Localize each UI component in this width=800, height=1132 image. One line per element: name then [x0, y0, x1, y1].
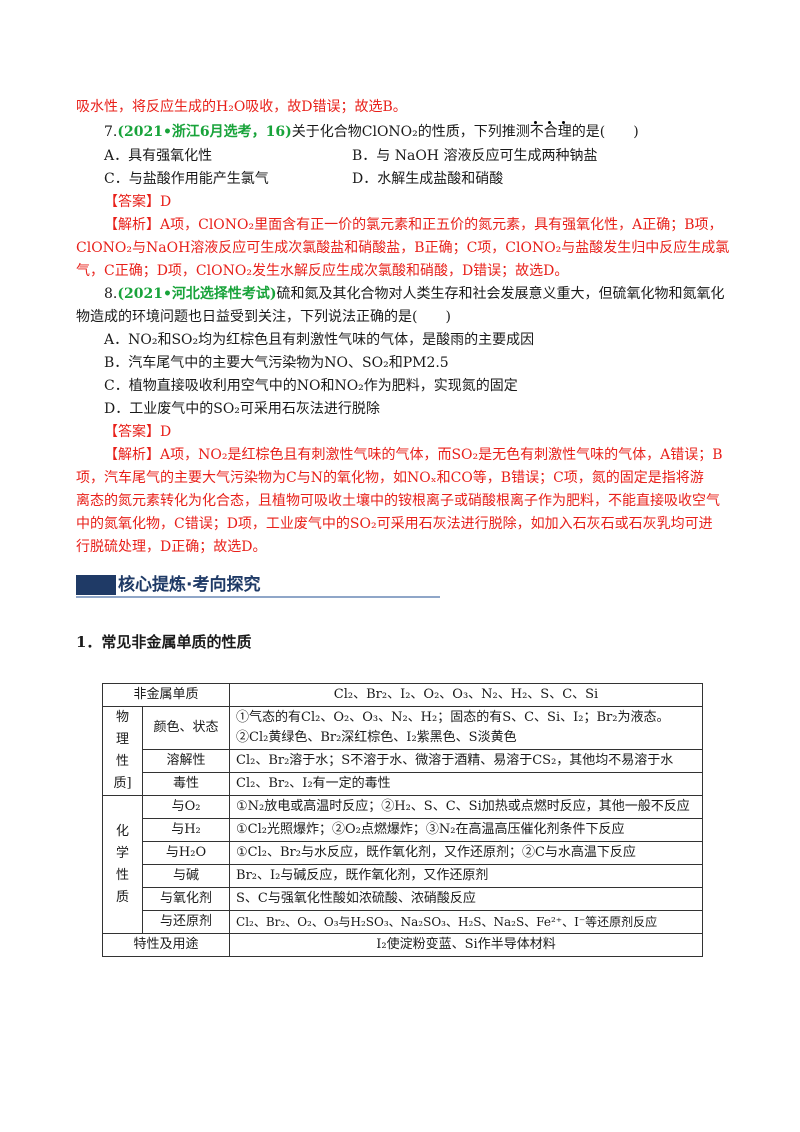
- answer-label: 【答案】D: [104, 424, 172, 440]
- row-value: Cl₂、Br₂溶于水；S不溶于水、微溶于酒精、易溶于CS₂，其他均不易溶于水: [229, 749, 703, 773]
- table-row: 化学性质 与O₂ ①N₂放电或高温时反应；②H₂、S、C、Si加热或点燃时反应，…: [102, 795, 703, 934]
- row-value: Cl₂、Br₂、I₂有一定的毒性: [229, 772, 703, 796]
- analysis-line: ClONO₂与NaOH溶液反应可生成次氯酸盐和硝酸盐，B正确；C项，ClONO₂…: [76, 240, 730, 256]
- question-number: 7.: [104, 124, 118, 140]
- option-c: C．植物直接吸收利用空气中的NO和NO₂作为肥料，实现氮的固定: [104, 378, 518, 394]
- option-d: D．水解生成盐酸和硝酸: [352, 171, 504, 187]
- row-label: 与还原剂: [141, 910, 231, 934]
- row-value: ①Cl₂光照爆炸；②O₂点燃爆炸；③N₂在高温高压催化剂条件下反应: [229, 818, 703, 842]
- analysis-line: 气，C正确；D项，ClONO₂发生水解反应生成次氯酸和硝酸，D错误；故选D。: [76, 263, 569, 279]
- section-banner: 核心提炼·考向探究: [76, 572, 440, 598]
- option-b: B．与 NaOH 溶液反应可生成两种钠盐: [352, 148, 598, 164]
- analysis-line: 离态的氮元素转化为化合态，且植物可吸收土壤中的铵根离子或硝酸根离子作为肥料，不能…: [76, 493, 720, 509]
- table-row: 与H₂O ①Cl₂、Br₂与水反应，既作氧化剂，又作还原剂；②C与水高温下反应: [103, 841, 703, 865]
- question-source: (2021•浙江6月选考，16): [117, 124, 292, 140]
- analysis-line: 【解析】A项，NO₂是红棕色且有刺激性气味的气体，而SO₂是无色有刺激性气味的气…: [104, 447, 723, 463]
- row-value: Cl₂、Br₂、O₂、O₃与H₂SO₃、Na₂SO₃、H₂S、Na₂S、Fe²⁺…: [229, 910, 703, 934]
- answer-label: 【答案】D: [104, 194, 172, 210]
- option-b: B．汽车尾气中的主要大气污染物为NO、SO₂和PM2.5: [104, 355, 449, 371]
- row-label: 毒性: [141, 772, 231, 796]
- row-label: 与H₂: [141, 818, 231, 842]
- question-source: (2021•河北选择性考试): [117, 286, 277, 302]
- row-value: S、C与强氧化性酸如浓硫酸、浓硝酸反应: [229, 887, 703, 911]
- chemical-properties-label: 化学性质: [102, 795, 143, 934]
- table-header-row: 非金属单质 Cl₂、Br₂、I₂、O₂、O₃、N₂、H₂、S、C、Si: [101, 683, 703, 707]
- question-8-stem: 8.(2021•河北选择性考试)硫和氮及其化合物对人类生存和社会发展意义重大，但…: [104, 286, 725, 302]
- row-value: Br₂、I₂与碱反应，既作氧化剂，又作还原剂: [229, 864, 703, 888]
- table-row: 溶解性 Cl₂、Br₂溶于水；S不溶于水、微溶于酒精、易溶于CS₂，其他均不易溶…: [103, 749, 703, 773]
- row-value: ①气态的有Cl₂、O₂、O₃、N₂、H₂；固态的有S、C、Si、I₂；Br₂为液…: [229, 706, 703, 750]
- physical-properties-label: 物理性质]: [102, 706, 143, 796]
- table-header-cell: 非金属单质: [101, 683, 231, 707]
- banner-title: 核心提炼·考向探究: [118, 575, 261, 595]
- option-a: A．具有强氧化性: [104, 148, 213, 164]
- table-footer-row: 特性及用途 I₂使淀粉变蓝、Si作半导体材料: [101, 933, 703, 957]
- row-label: 特性及用途: [101, 933, 231, 957]
- row-value: ①Cl₂、Br₂与水反应，既作氧化剂，又作还原剂；②C与水高温下反应: [229, 841, 703, 865]
- analysis-line: 【解析】A项，ClONO₂里面含有正一价的氯元素和正五价的氮元素，具有强氧化性，…: [104, 217, 723, 233]
- row-label: 颜色、状态: [141, 706, 231, 750]
- question-number: 8.: [104, 286, 118, 302]
- row-label: 与O₂: [141, 795, 231, 819]
- table-header-cell: Cl₂、Br₂、I₂、O₂、O₃、N₂、H₂、S、C、Si: [229, 683, 703, 707]
- row-value: I₂使淀粉变蓝、Si作半导体材料: [229, 933, 703, 957]
- table-row: 与H₂ ①Cl₂光照爆炸；②O₂点燃爆炸；③N₂在高温高压催化剂条件下反应: [103, 818, 703, 842]
- prev-analysis-tail: 吸水性，将反应生成的H₂O吸收，故D错误；故选B。: [76, 99, 407, 115]
- analysis-line: 中的氮氧化物，C错误；D项，工业废气中的SO₂可采用石灰法进行脱除，如加入石灰石…: [76, 516, 713, 532]
- option-d: D．工业废气中的SO₂可采用石灰法进行脱除: [104, 401, 380, 417]
- analysis-line: 项，汽车尾气的主要大气污染物为C与N的氧化物，如NOₓ和CO等，B错误；C项，氮…: [76, 470, 704, 486]
- option-a: A．NO₂和SO₂均为红棕色且有刺激性气味的气体，是酸雨的主要成因: [104, 332, 535, 348]
- row-label: 与碱: [141, 864, 231, 888]
- section-heading: 1．常见非金属单质的性质: [76, 633, 252, 651]
- banner-rule: [76, 596, 440, 598]
- row-label: 与氧化剂: [141, 887, 231, 911]
- row-label: 与H₂O: [141, 841, 231, 865]
- question-8-stem-cont: 物造成的环境问题也日益受到关注，下列说法正确的是( ): [76, 309, 451, 325]
- banner-accent-bar: [76, 575, 116, 595]
- row-value: ①N₂放电或高温时反应；②H₂、S、C、Si加热或点燃时反应，其他一般不反应: [229, 795, 703, 819]
- table-row: 毒性 Cl₂、Br₂、I₂有一定的毒性: [103, 772, 703, 796]
- table-row: 与氧化剂 S、C与强氧化性酸如浓硫酸、浓硝酸反应: [103, 887, 703, 911]
- analysis-line: 行脱硫处理，D正确；故选D。: [76, 539, 267, 555]
- question-7-stem: 7.(2021•浙江6月选考，16)关于化合物ClONO₂的性质，下列推测不合理…: [104, 121, 639, 142]
- table-row: 与还原剂 Cl₂、Br₂、O₂、O₃与H₂SO₃、Na₂SO₃、H₂S、Na₂S…: [103, 910, 703, 934]
- table-row: 与碱 Br₂、I₂与碱反应，既作氧化剂，又作还原剂: [103, 864, 703, 888]
- option-c: C．与盐酸作用能产生氯气: [104, 171, 269, 187]
- row-label: 溶解性: [141, 749, 231, 773]
- emphasized-text: 不合理: [530, 121, 572, 140]
- nonmetal-properties-table: 非金属单质 Cl₂、Br₂、I₂、O₂、O₃、N₂、H₂、S、C、Si 物理性质…: [101, 683, 703, 957]
